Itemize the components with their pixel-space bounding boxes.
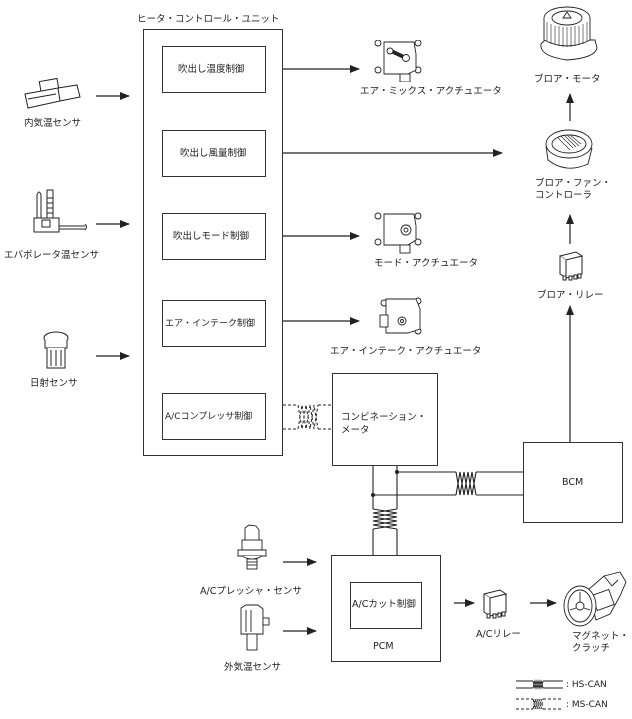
solar-sensor-icon bbox=[43, 331, 69, 369]
heater-control-unit-title: ヒータ・コントロール・ユニット bbox=[137, 14, 280, 25]
function-ac-cut-control: A/Cカット制御 bbox=[350, 582, 422, 629]
combination-meter: コンビネーション・ メータ bbox=[332, 373, 438, 466]
air-mix-actuator-label: エア・ミックス・アクチュエータ bbox=[360, 86, 502, 97]
ac-pressure-sensor-icon bbox=[237, 524, 267, 570]
ac-pressure-sensor-label: A/Cプレッシャ・センサ bbox=[200, 586, 302, 597]
legend-hs-can-label: : HS-CAN bbox=[566, 680, 607, 690]
bcm-label: BCM bbox=[562, 477, 584, 488]
combination-meter-label-2: メータ bbox=[341, 425, 370, 436]
function-outlet-temp-control: 吹出し温度制御 bbox=[162, 46, 266, 93]
function-label: 吹出し風量制御 bbox=[180, 148, 247, 159]
blower-fan-controller-label-2: コントローラ bbox=[535, 190, 593, 201]
function-ac-compressor-control: A/Cコンプレッサ制御 bbox=[162, 393, 266, 440]
function-label: A/Cコンプレッサ制御 bbox=[165, 412, 253, 422]
pcm-label: PCM bbox=[373, 641, 394, 652]
ambient-temp-sensor-icon bbox=[240, 604, 270, 651]
mode-actuator-icon bbox=[374, 212, 422, 254]
cabin-temp-sensor-label: 内気温センサ bbox=[24, 118, 82, 129]
ac-relay-icon bbox=[482, 589, 508, 619]
ambient-temp-sensor-label: 外気温センサ bbox=[224, 662, 282, 673]
junction-dot bbox=[371, 493, 375, 497]
magnetic-clutch-label-1: マグネット・ bbox=[572, 631, 630, 642]
function-outlet-mode-control: 吹出しモード制御 bbox=[162, 213, 266, 260]
junction-dot bbox=[395, 470, 399, 474]
air-intake-actuator-label: エア・インテーク・アクチュエータ bbox=[330, 346, 482, 357]
function-outlet-airflow-control: 吹出し風量制御 bbox=[162, 130, 266, 177]
evaporator-temp-sensor-label: エバポレータ温センサ bbox=[4, 250, 100, 261]
function-label: エア・インテーク制御 bbox=[165, 319, 256, 329]
function-label: 吹出しモード制御 bbox=[173, 231, 250, 242]
blower-fan-controller-label-1: ブロア・ファン・ bbox=[535, 178, 612, 189]
function-label: 吹出し温度制御 bbox=[178, 64, 245, 75]
mode-actuator-label: モード・アクチュエータ bbox=[374, 258, 479, 269]
combination-meter-label-1: コンビネーション・ bbox=[341, 412, 427, 423]
solar-sensor-label: 日射センサ bbox=[30, 378, 78, 389]
ac-cut-control-label: A/Cカット制御 bbox=[352, 599, 416, 610]
blower-motor-icon bbox=[540, 6, 598, 61]
bcm: BCM bbox=[523, 442, 623, 523]
legend-hs-can-line bbox=[516, 679, 563, 690]
evaporator-sensor-icon bbox=[33, 189, 87, 233]
blower-relay-label: ブロア・リレー bbox=[537, 290, 604, 301]
legend-ms-can-label: : MS-CAN bbox=[566, 700, 608, 710]
blower-fan-controller-icon bbox=[545, 129, 593, 169]
blower-motor-label: ブロア・モータ bbox=[534, 74, 601, 85]
legend-ms-can-line bbox=[516, 698, 563, 710]
function-air-intake-control: エア・インテーク制御 bbox=[162, 300, 266, 347]
cabin-temp-sensor-icon bbox=[24, 77, 81, 109]
ms-can-link bbox=[283, 404, 332, 430]
blower-relay-icon bbox=[558, 251, 584, 281]
air-mix-actuator-icon bbox=[374, 40, 422, 82]
magnetic-clutch-label-2: クラッチ bbox=[572, 643, 611, 654]
ac-relay-label: A/Cリレー bbox=[476, 629, 521, 640]
pcm: A/Cカット制御 PCM bbox=[331, 555, 441, 662]
magnetic-clutch-icon bbox=[563, 571, 627, 627]
hs-can-meter-bcm bbox=[372, 465, 523, 555]
air-intake-actuator-icon bbox=[379, 297, 422, 335]
